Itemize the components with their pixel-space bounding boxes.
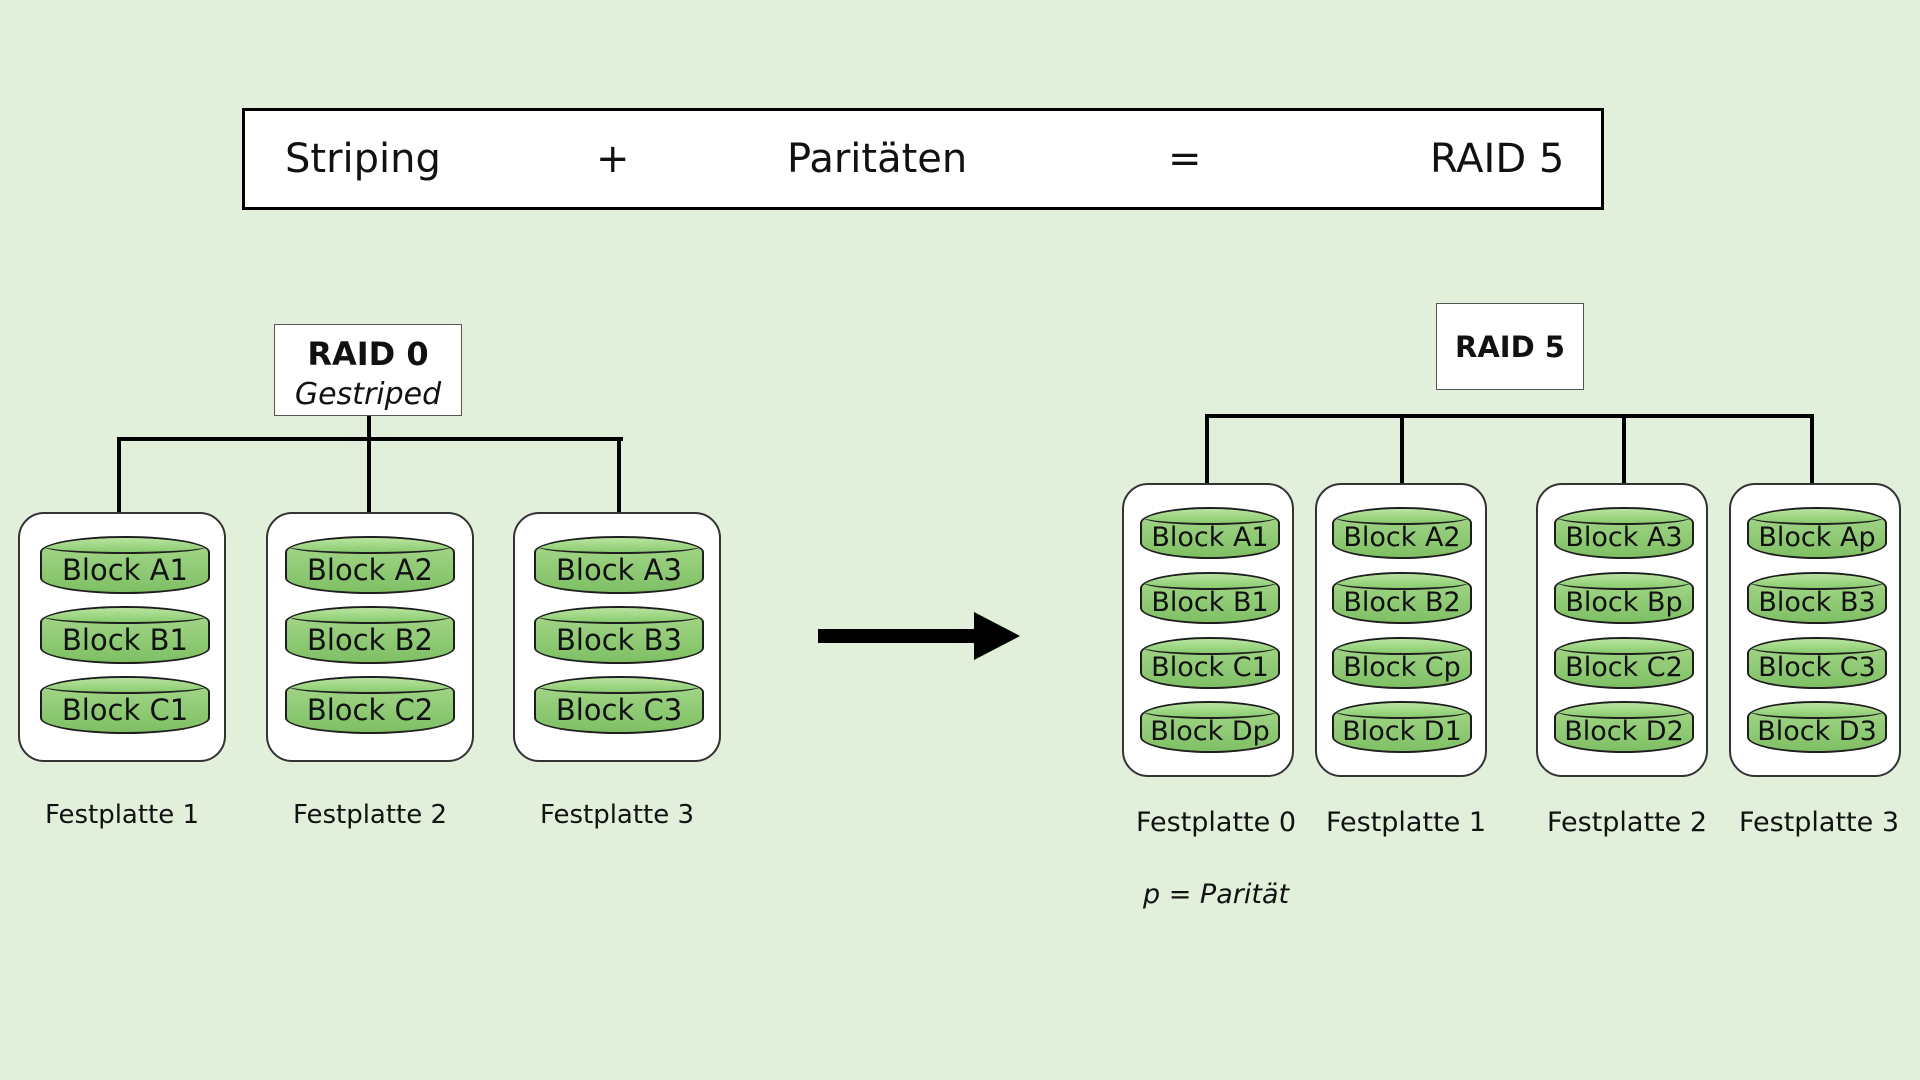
formula-term-striping: Striping: [285, 136, 441, 182]
raid5-disk-0: Block A1 Block B1 Block C1 Block Dp: [1122, 483, 1294, 777]
raid5-disk-2-block-a: Block A3: [1554, 507, 1694, 559]
raid5-label: RAID 5: [1436, 303, 1584, 390]
raid5-bus: [1205, 414, 1814, 418]
raid5-disk-1-block-d: Block D1: [1332, 701, 1472, 753]
raid5-disk-0-block-b: Block B1: [1140, 572, 1280, 624]
raid0-drop-3: [617, 437, 621, 531]
raid5-disk-1-caption: Festplatte 1: [1325, 807, 1487, 838]
raid0-disk-2-caption: Festplatte 2: [292, 800, 448, 830]
formula-result: RAID 5: [1430, 136, 1565, 182]
raid5-disk-0-caption: Festplatte 0: [1135, 807, 1297, 838]
formula-plus: +: [596, 136, 630, 182]
raid0-disk-2: Block A2 Block B2 Block C2: [266, 512, 474, 762]
raid0-drop-2: [367, 437, 371, 531]
raid5-disk-1-block-a: Block A2: [1332, 507, 1472, 559]
raid0-disk-1-block-a: Block A1: [40, 536, 210, 594]
raid5-disk-2: Block A3 Block Bp Block C2 Block D2: [1536, 483, 1708, 777]
formula-equals: =: [1168, 136, 1202, 182]
raid0-subtitle: Gestriped: [294, 377, 442, 412]
raid0-disk-3-caption: Festplatte 3: [539, 800, 695, 830]
raid5-disk-1-block-c: Block Cp: [1332, 637, 1472, 689]
raid0-title: RAID 0: [307, 335, 429, 373]
raid5-title: RAID 5: [1455, 330, 1565, 364]
raid5-disk-3: Block Ap Block B3 Block C3 Block D3: [1729, 483, 1901, 777]
raid0-disk-1-block-c: Block C1: [40, 676, 210, 734]
raid0-drop-1: [117, 437, 121, 531]
raid5-disk-3-block-b: Block B3: [1747, 572, 1887, 624]
raid5-disk-0-block-d: Block Dp: [1140, 701, 1280, 753]
formula-term-paritaeten: Paritäten: [787, 136, 968, 182]
raid5-drop-3: [1810, 414, 1814, 504]
formula-banner: Striping + Paritäten = RAID 5: [242, 108, 1604, 210]
raid5-disk-3-caption: Festplatte 3: [1738, 807, 1900, 838]
raid5-disk-2-caption: Festplatte 2: [1546, 807, 1708, 838]
raid5-drop-1: [1400, 414, 1404, 504]
raid0-disk-2-block-a: Block A2: [285, 536, 455, 594]
raid5-drop-0: [1205, 414, 1209, 504]
raid0-disk-3: Block A3 Block B3 Block C3: [513, 512, 721, 762]
raid5-disk-1: Block A2 Block B2 Block Cp Block D1: [1315, 483, 1487, 777]
raid5-disk-2-block-c: Block C2: [1554, 637, 1694, 689]
raid0-label: RAID 0 Gestriped: [274, 324, 462, 416]
raid5-disk-3-block-c: Block C3: [1747, 637, 1887, 689]
raid0-disk-3-block-a: Block A3: [534, 536, 704, 594]
raid0-disk-1-caption: Festplatte 1: [44, 800, 200, 830]
raid0-disk-2-block-b: Block B2: [285, 606, 455, 664]
raid5-drop-2: [1622, 414, 1626, 504]
raid0-disk-1: Block A1 Block B1 Block C1: [18, 512, 226, 762]
raid5-disk-3-block-d: Block D3: [1747, 701, 1887, 753]
raid0-disk-1-block-b: Block B1: [40, 606, 210, 664]
raid0-disk-3-block-b: Block B3: [534, 606, 704, 664]
raid5-disk-0-block-c: Block C1: [1140, 637, 1280, 689]
parity-legend: p = Parität: [1143, 879, 1290, 910]
raid5-disk-2-block-b: Block Bp: [1554, 572, 1694, 624]
raid5-disk-2-block-d: Block D2: [1554, 701, 1694, 753]
raid0-stem: [367, 416, 371, 440]
raid5-disk-0-block-a: Block A1: [1140, 507, 1280, 559]
arrow-right-icon: [974, 612, 1020, 660]
arrow-shaft: [818, 629, 978, 643]
raid0-disk-2-block-c: Block C2: [285, 676, 455, 734]
raid5-disk-3-block-a: Block Ap: [1747, 507, 1887, 559]
raid5-disk-1-block-b: Block B2: [1332, 572, 1472, 624]
raid0-disk-3-block-c: Block C3: [534, 676, 704, 734]
